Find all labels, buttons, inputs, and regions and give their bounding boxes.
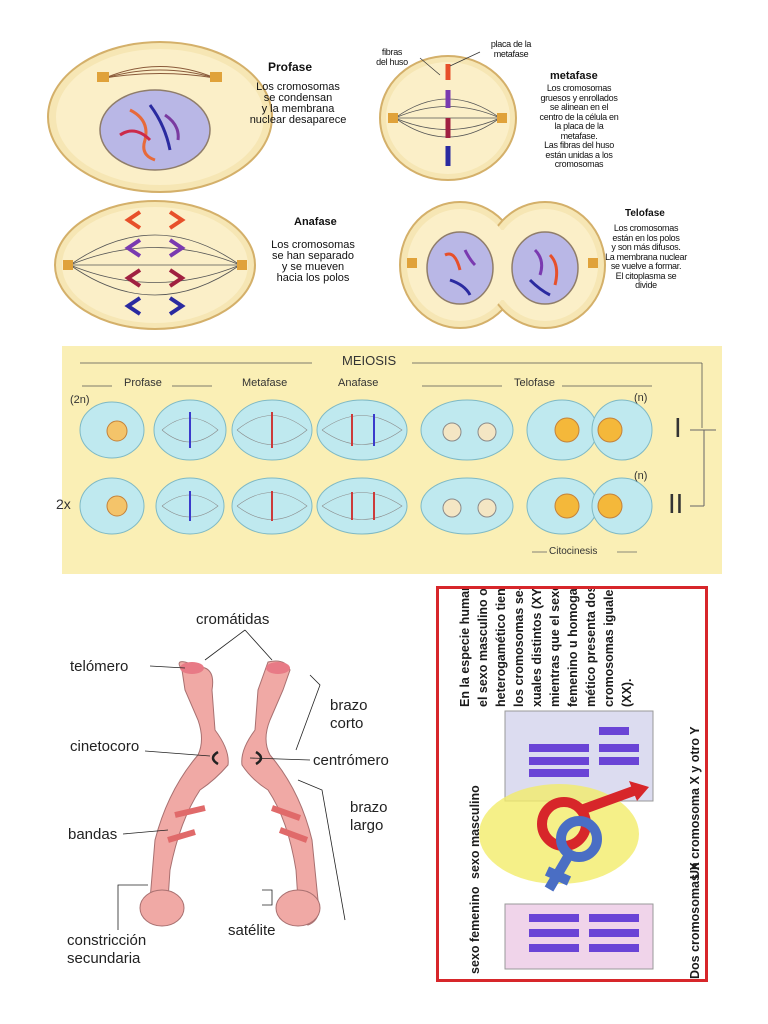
profase-line: Los cromosomas: [256, 81, 340, 93]
meiosis-row-2: [79, 477, 653, 535]
metafase-line: se alinean en el: [549, 102, 609, 112]
sex-text-line: mético presenta dos: [584, 589, 598, 707]
meiosis-row-1: [79, 399, 653, 461]
label-xx: Dos cromosomas X: [688, 862, 702, 979]
sex-text-line: heterogamético tiene: [494, 589, 508, 707]
stage-ii: II: [668, 490, 684, 520]
label-bandas: bandas: [68, 826, 118, 843]
fibras-huso-label: fibras del huso: [368, 47, 416, 67]
constriccion-line: constricción: [67, 932, 147, 949]
meiosis-panel: MEIOSIS Profase Metafase Anafase Telofas…: [56, 346, 722, 574]
meiosis-phase-telofase: Telofase: [514, 377, 555, 389]
meiosis-phase-anafase: Anafase: [338, 377, 379, 389]
xy-karyotype: [529, 727, 639, 777]
ploidy-n-1: (n): [634, 392, 648, 404]
profase-cell: [47, 41, 273, 193]
anafase-line: y se mueven: [281, 261, 345, 273]
fibras-line: fibras: [381, 47, 403, 57]
telofase-line: están en los polos: [612, 232, 680, 243]
brazo-largo-line: brazo: [350, 799, 388, 816]
metafase-title: metafase: [550, 70, 598, 82]
label-brazo-largo: brazo largo: [350, 799, 388, 835]
meiosis-title: MEIOSIS: [342, 353, 397, 368]
label-cinetocoro: cinetocoro: [70, 738, 140, 755]
label-telomero: telómero: [70, 658, 129, 675]
metafase-line: cromosomas: [554, 159, 604, 169]
anafase-description: Los cromosomas se han separado y se muev…: [258, 240, 368, 284]
metafase-line: Los cromosomas: [546, 83, 612, 93]
telofase-line: y son más difusos.: [611, 242, 681, 252]
stage-i: I: [674, 414, 682, 444]
placa-metafase-label: placa de la metafase: [478, 39, 544, 59]
meiosis-illustrations: [79, 362, 716, 553]
telofase-description: Los cromosomas están en los polos y son …: [596, 223, 696, 291]
meiosis-phase-metafase: Metafase: [242, 377, 288, 389]
mitosis-illustrations: [47, 41, 606, 330]
sex-text-line: cromosomas iguales: [602, 589, 616, 707]
profase-title: Profase: [268, 60, 313, 74]
brazo-corto-line: brazo: [330, 697, 368, 714]
profase-line: y la membrana: [261, 103, 335, 115]
citocinesis-label: Citocinesis: [549, 546, 598, 557]
chromosome-drawing: [117, 629, 346, 930]
profase-line: se condensan: [263, 92, 333, 104]
brazo-corto-line: corto: [330, 715, 364, 732]
telofase-cell: [399, 201, 606, 329]
anafase-title: Anafase: [294, 216, 337, 228]
brazo-largo-line: largo: [350, 817, 384, 834]
metafase-line: metafase.: [560, 130, 598, 141]
profase-line: nuclear desaparece: [249, 114, 347, 126]
label-xy: Un cromosoma X y otro Y: [688, 726, 702, 879]
anafase-line: Los cromosomas: [271, 239, 355, 251]
placa-line: metafase: [493, 48, 529, 59]
label-satelite: satélite: [228, 922, 276, 939]
metafase-cell: [379, 51, 517, 181]
telofase-line: La membrana nuclear: [605, 251, 687, 262]
label-centromero: centrómero: [313, 752, 389, 769]
sex-description: En la especie humana, el sexo masculino …: [458, 573, 634, 707]
constriccion-line: secundaria: [67, 950, 141, 967]
sex-text-line: los cromosomas se-: [512, 589, 526, 707]
metafase-line: la placa de la: [554, 121, 604, 131]
sex-text-line: En la especie humana,: [458, 589, 472, 707]
telofase-line: se vuelve a formar.: [610, 261, 682, 271]
label-constriccion-secundaria: constricción secundaria: [67, 932, 146, 968]
telofase-line: El citoplasma se: [615, 270, 677, 281]
ploidy-2n: (2n): [70, 394, 90, 406]
ploidy-n-2: (n): [634, 470, 648, 482]
row-label-2x: 2x: [56, 496, 71, 512]
metafase-line: gruesos y enrollados: [540, 92, 618, 103]
anafase-cell: [54, 200, 256, 330]
metafase-description: Los cromosomas gruesos y enrollados se a…: [520, 83, 638, 170]
sex-text-line: mientras que el sexo: [548, 589, 562, 707]
sex-chromosome-box: sexo masculino sexo femenino Un cromosom…: [436, 573, 708, 982]
metafase-line: están unidas a los: [545, 149, 613, 160]
fibras-line: del huso: [376, 56, 408, 67]
profase-description: Los cromosomas se condensan y la membran…: [228, 82, 368, 126]
sex-box-graphics: sexo masculino sexo femenino Un cromosom…: [458, 573, 702, 979]
metafase-line: Las fibras del huso: [544, 140, 614, 150]
label-sexo-femenino: sexo femenino: [468, 886, 482, 974]
telofase-line: divide: [635, 280, 657, 290]
sex-text-line: (XX).: [620, 679, 634, 707]
label-brazo-corto: brazo corto: [330, 697, 368, 733]
sex-text-line: el sexo masculino o: [476, 589, 490, 707]
placa-line: placa de la: [490, 39, 532, 49]
sex-text-line: xuales distintos (XY),: [530, 589, 544, 707]
anafase-line: hacia los polos: [276, 272, 350, 284]
telofase-title: Telofase: [625, 208, 665, 219]
label-sexo-masculino: sexo masculino: [468, 785, 482, 879]
metafase-line: centro de la célula en: [539, 111, 619, 122]
telofase-line: Los cromosomas: [613, 223, 679, 233]
label-cromatidas: cromátidas: [196, 611, 270, 628]
sex-text-line: femenino u homoga-: [566, 589, 580, 707]
anafase-line: se han separado: [272, 250, 354, 262]
meiosis-phase-profase: Profase: [124, 377, 162, 389]
xx-karyotype: [529, 914, 639, 952]
